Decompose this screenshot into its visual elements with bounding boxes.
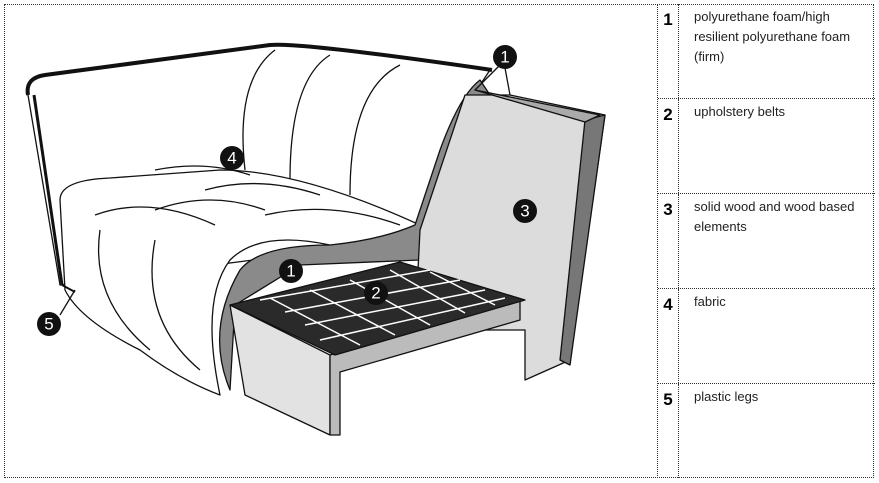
legend-text: solid wood and wood based elements	[694, 199, 855, 234]
legend-text: upholstery belts	[694, 104, 786, 119]
legend-text: polyurethane foam/high resilient polyure…	[694, 9, 851, 64]
svg-text:5: 5	[44, 315, 53, 334]
outer-frame	[4, 4, 874, 478]
marker-4: 4	[220, 146, 244, 170]
marker-1-top: 1	[493, 45, 517, 69]
legend-text: plastic legs	[694, 389, 759, 404]
svg-text:2: 2	[371, 284, 380, 303]
svg-text:4: 4	[227, 149, 236, 168]
sofa-cutaway-diagram: 1 1 2 3 4 5	[25, 42, 606, 436]
callout-arrows	[59, 64, 511, 316]
legend-number: 5	[658, 384, 679, 478]
legend-row: 5 plastic legs	[658, 384, 875, 478]
marker-3: 3	[513, 199, 537, 223]
marker-2: 2	[364, 281, 388, 305]
upholstery-belts	[229, 261, 526, 356]
legend-row: 3 solid wood and wood based elements	[658, 194, 875, 289]
legend-table: 1 polyurethane foam/high resilient polyu…	[657, 4, 875, 478]
legend-number: 4	[658, 289, 679, 383]
sofa-seat-cushion	[59, 169, 421, 396]
legend-row: 2 upholstery belts	[658, 99, 875, 194]
svg-text:1: 1	[500, 48, 509, 67]
svg-text:3: 3	[520, 202, 529, 221]
legend-text: fabric	[694, 294, 726, 309]
svg-text:1: 1	[286, 262, 295, 281]
legend-row: 1 polyurethane foam/high resilient polyu…	[658, 4, 875, 99]
legend-row: 4 fabric	[658, 289, 875, 384]
marker-5: 5	[37, 312, 61, 336]
legend-number: 2	[658, 99, 679, 193]
legend-number: 1	[658, 4, 679, 98]
marker-1-seat: 1	[279, 259, 303, 283]
legend-number: 3	[658, 194, 679, 288]
